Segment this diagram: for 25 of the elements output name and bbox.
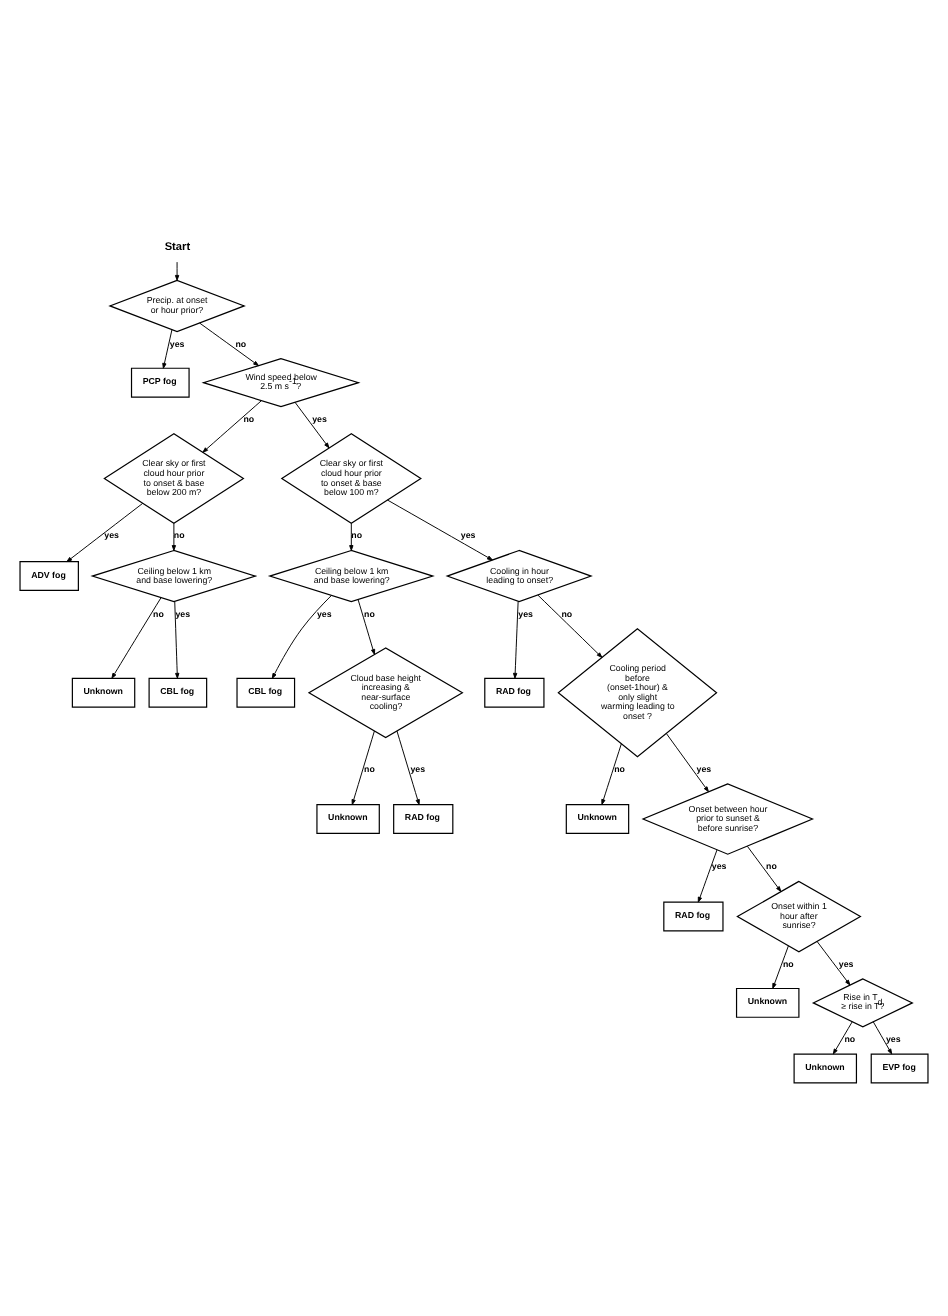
arrow (174, 601, 180, 679)
arrow (66, 502, 144, 563)
arrow (357, 599, 376, 655)
arrow (387, 499, 493, 561)
arrow (746, 845, 782, 892)
arrow (537, 594, 603, 658)
arrow (171, 522, 177, 551)
arrow (202, 400, 262, 453)
arrow (396, 730, 420, 805)
arrow (666, 733, 709, 793)
arrow (162, 329, 173, 369)
arrow (174, 261, 180, 281)
arrow (601, 743, 622, 805)
arrow (816, 940, 851, 986)
arrow (294, 401, 330, 449)
arrow (349, 522, 354, 551)
arrow (351, 730, 375, 805)
arrow (872, 1021, 893, 1055)
arrow (772, 945, 789, 989)
arrow (111, 597, 162, 679)
arrow (271, 595, 332, 679)
arrow (832, 1021, 853, 1055)
arrow (199, 322, 259, 367)
arrow (697, 849, 718, 903)
arrow (513, 601, 519, 679)
